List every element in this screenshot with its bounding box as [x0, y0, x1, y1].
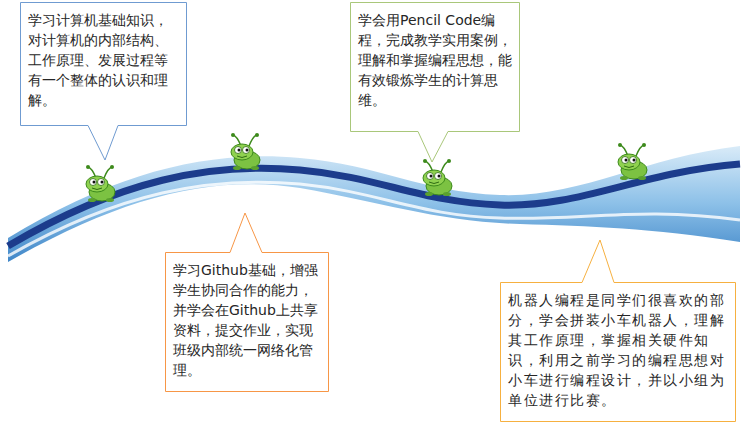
callout-text: 学会用Pencil Code编程，完成教学实用案例，理解和掌握编程思想，能有效锻…	[358, 10, 512, 110]
bug-icon	[423, 159, 452, 196]
callout-box: 学会用Pencil Code编程，完成教学实用案例，理解和掌握编程思想，能有效锻…	[350, 2, 520, 132]
callout-text: 学习Github基础，增强学生协同合作的能力，并学会在Github上共享资料，提…	[173, 260, 321, 380]
callout-shape	[351, 3, 520, 163]
callout-box: 机器人编程是同学们很喜欢的部分，学会拼装小车机器人，理解其工作原理，掌握相关硬件…	[500, 282, 736, 422]
callout-shape	[501, 240, 736, 422]
bug-icon	[231, 133, 260, 170]
callout-box: 学习计算机基础知识，对计算机的内部结构、工作原理、发展过程等有一个整体的认识和理…	[20, 2, 187, 126]
callout-shape	[166, 213, 329, 392]
bug-icon	[618, 143, 647, 180]
callout-box: 学习Github基础，增强学生协同合作的能力，并学会在Github上共享资料，提…	[165, 252, 329, 392]
callout-text: 机器人编程是同学们很喜欢的部分，学会拼装小车机器人，理解其工作原理，掌握相关硬件…	[508, 290, 728, 410]
callout-text: 学习计算机基础知识，对计算机的内部结构、工作原理、发展过程等有一个整体的认识和理…	[28, 10, 179, 110]
bug-icon	[86, 165, 115, 202]
callout-shape	[21, 3, 187, 161]
